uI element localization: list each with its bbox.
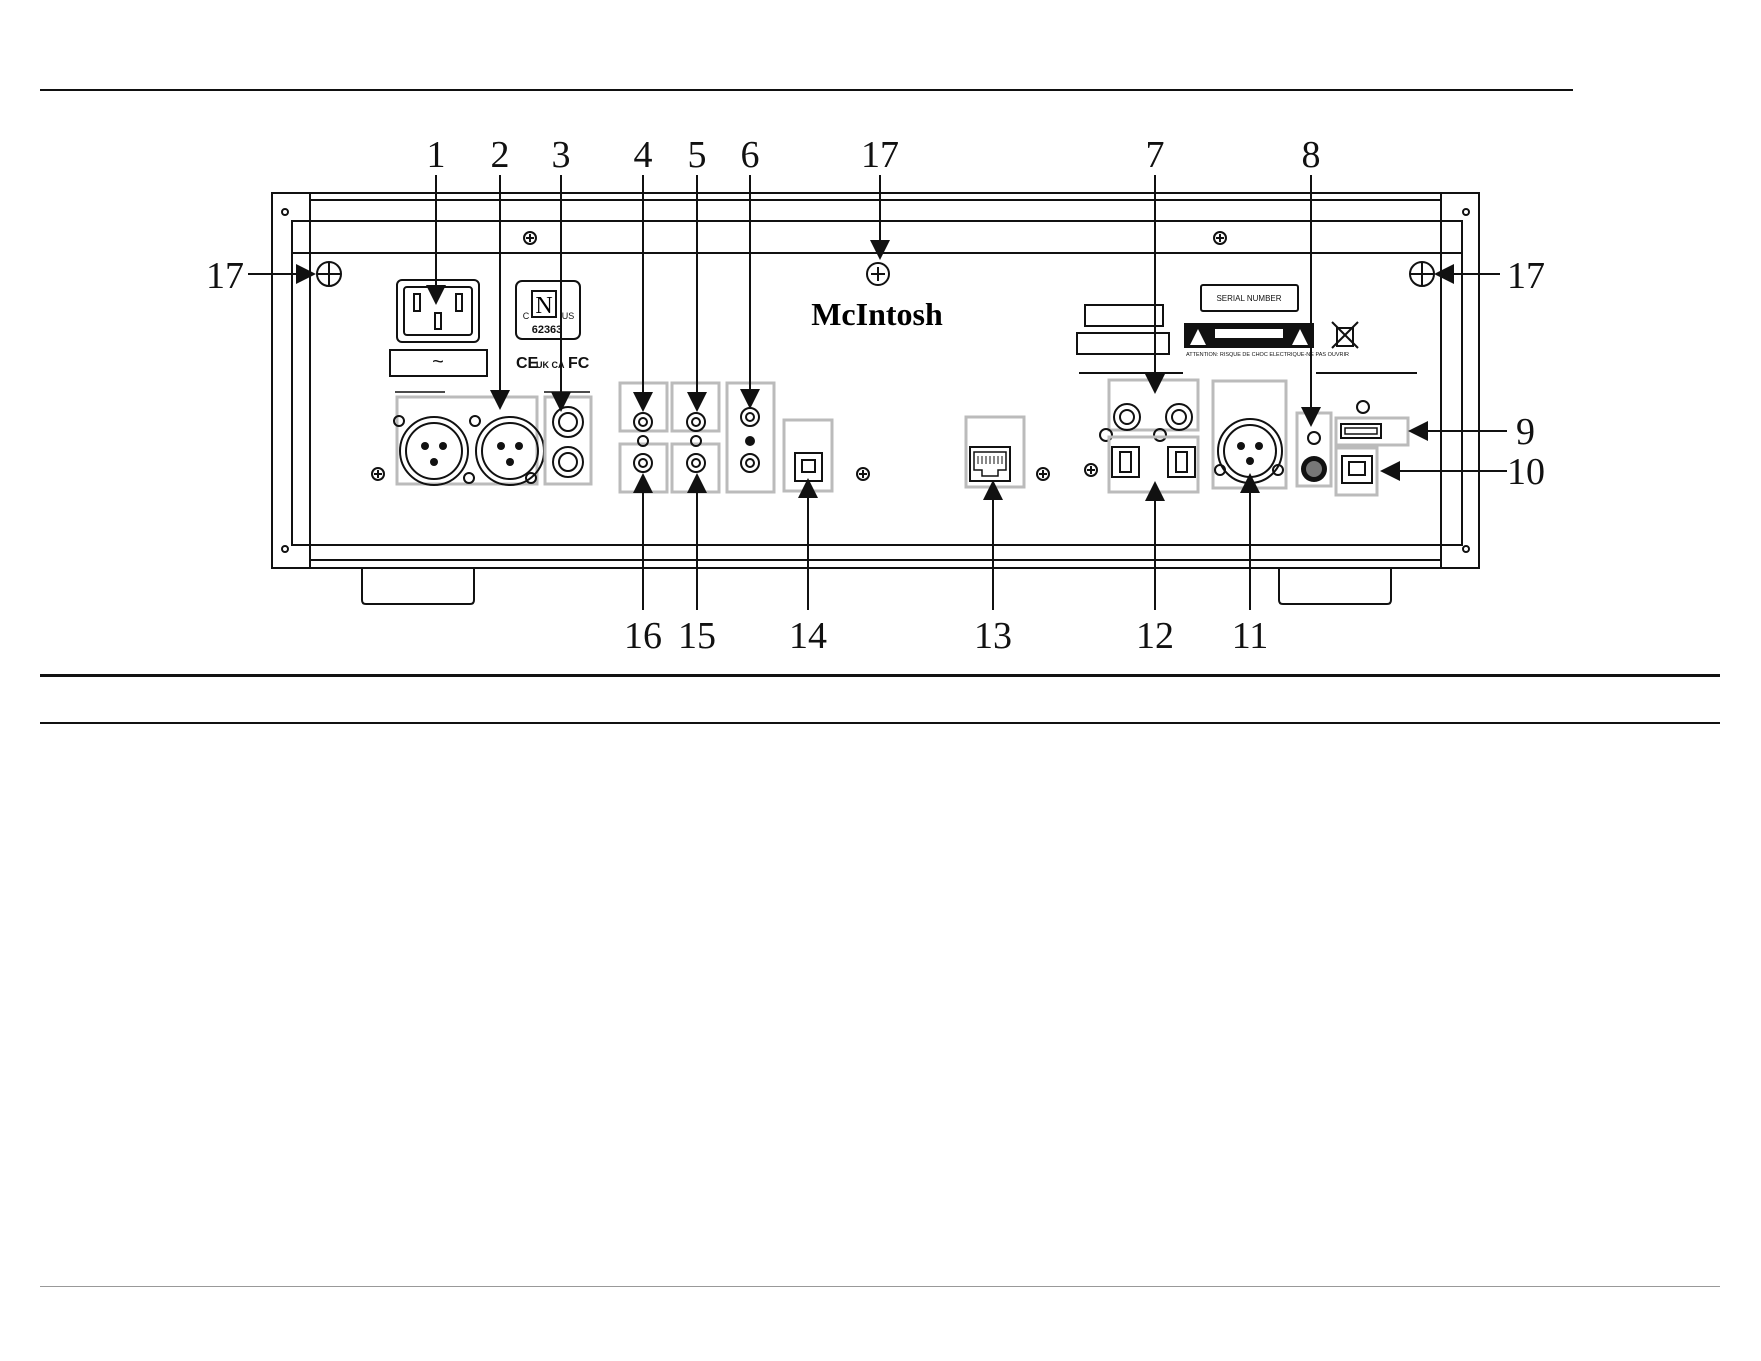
callout-17-left: 17: [206, 255, 244, 297]
callout-5: 5: [688, 134, 707, 176]
ethernet-port: [966, 417, 1024, 487]
cert-number: 62363: [532, 324, 563, 336]
weee-icon: [1332, 322, 1358, 348]
callout-2: 2: [491, 134, 510, 176]
warning-text: ATTENTION: RISQUE DE CHOC ELECTRIQUE-NE …: [1186, 352, 1349, 358]
callout-7: 7: [1146, 134, 1165, 176]
callout-4: 4: [634, 134, 653, 176]
cert-letter: N: [535, 293, 552, 319]
brand-logo: McIntosh: [811, 296, 943, 332]
warning-label: [1184, 323, 1314, 348]
cert-us: US: [562, 311, 575, 321]
callout-16: 16: [624, 615, 662, 657]
callout-6: 6: [741, 134, 760, 176]
callout-13: 13: [974, 615, 1012, 657]
ac-symbol: ~: [432, 351, 444, 373]
usb-ports-right: [1336, 401, 1408, 495]
cert-c: C: [523, 311, 530, 321]
callout-17-top: 17: [861, 134, 899, 176]
callout-11: 11: [1232, 615, 1269, 657]
aes-ebu-input: [1213, 381, 1286, 488]
unbalanced-outputs: [544, 392, 591, 484]
callout-17-right: 17: [1507, 255, 1545, 297]
callout-15: 15: [678, 615, 716, 657]
mark-fc: FC: [568, 355, 590, 372]
callout-10: 10: [1507, 451, 1545, 493]
optical-inputs: [1109, 437, 1198, 492]
callout-arrows-bottom: [643, 475, 1250, 610]
callout-12: 12: [1136, 615, 1174, 657]
data-port: [1297, 413, 1331, 486]
serial-label: SERIAL NUMBER: [1216, 294, 1281, 303]
callout-1: 1: [427, 134, 446, 176]
corner-holes: [282, 209, 1469, 552]
coax-inputs: [1100, 380, 1198, 441]
callout-3: 3: [552, 134, 571, 176]
callout-14: 14: [789, 615, 827, 657]
callout-8: 8: [1302, 134, 1321, 176]
balanced-outputs: [394, 392, 544, 485]
callout-9: 9: [1516, 411, 1535, 453]
